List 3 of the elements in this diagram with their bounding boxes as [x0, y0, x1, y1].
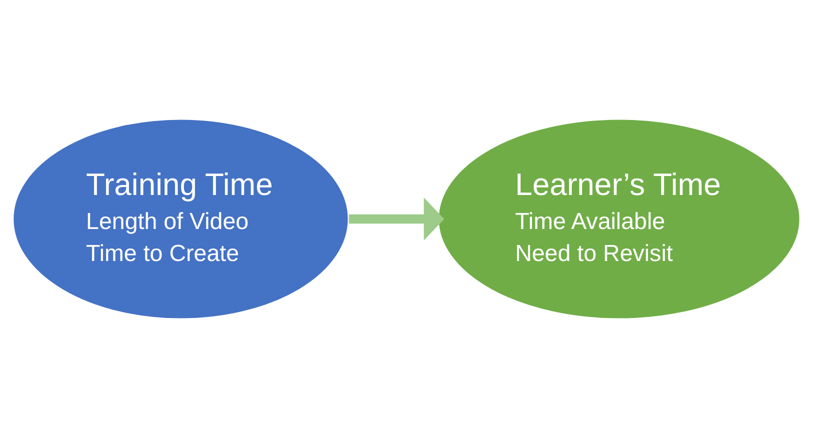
node-ellipse: Learner’s Time Time Available Need to Revisit	[437, 118, 801, 320]
arrow	[348, 197, 444, 240]
node-ellipse: Training Time Length of Video Time to Create	[12, 118, 350, 320]
